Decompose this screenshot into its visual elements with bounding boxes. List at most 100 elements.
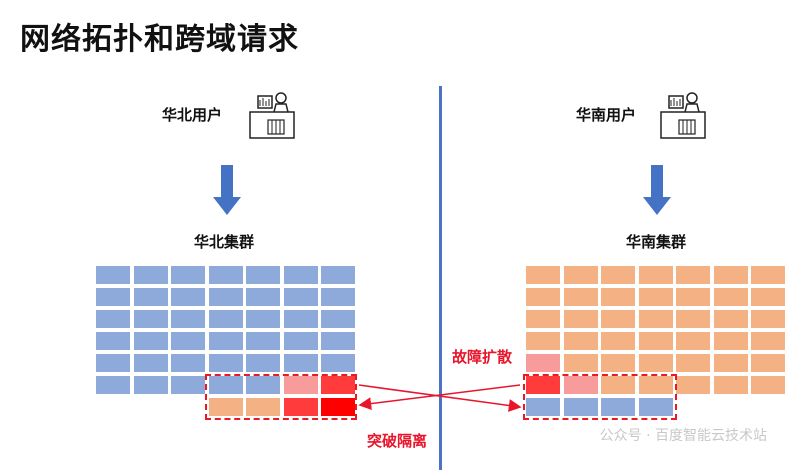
north-node-cell	[171, 376, 205, 394]
south-down-arrow-icon	[643, 165, 671, 215]
north-node-cell	[134, 310, 168, 328]
north-node-cell	[209, 376, 243, 394]
south-node-cell	[714, 376, 748, 394]
south-node-cell	[676, 354, 710, 372]
south-node-cell	[751, 376, 785, 394]
south-node-cell	[676, 376, 710, 394]
north-node-cell	[321, 354, 355, 372]
south-node-cell	[751, 288, 785, 306]
south-node-cell	[564, 376, 598, 394]
south-node-cell	[639, 310, 673, 328]
south-node-cell	[601, 332, 635, 350]
south-node-cell	[676, 332, 710, 350]
south-node-cell	[714, 354, 748, 372]
north-node-cell	[96, 354, 130, 372]
north-node-cell	[209, 332, 243, 350]
south-node-cell	[526, 310, 560, 328]
region-divider	[439, 86, 442, 470]
south-node-cell	[564, 266, 598, 284]
north-node-cell	[246, 332, 280, 350]
north-node-cell	[321, 310, 355, 328]
south-node-cell	[601, 266, 635, 284]
south-user-icon	[659, 90, 707, 144]
south-node-cell	[751, 354, 785, 372]
south-node-cell	[714, 266, 748, 284]
page-title: 网络拓扑和跨域请求	[20, 22, 299, 57]
south-node-cell	[639, 354, 673, 372]
north-node-cell	[209, 354, 243, 372]
south-node-cell	[601, 398, 635, 416]
north-node-cell	[96, 310, 130, 328]
north-node-cell	[209, 266, 243, 284]
south-node-cell	[601, 310, 635, 328]
north-node-cell	[321, 266, 355, 284]
north-node-cell	[134, 354, 168, 372]
south-node-cell	[601, 376, 635, 394]
south-node-cell	[676, 310, 710, 328]
north-node-cell	[284, 354, 318, 372]
north-user-icon	[248, 90, 296, 144]
fault-spread-label: 故障扩散	[452, 348, 513, 366]
north-node-cell	[96, 288, 130, 306]
south-node-cell	[526, 332, 560, 350]
break-isolation-label: 突破隔离	[367, 432, 428, 450]
south-node-cell	[639, 398, 673, 416]
north-node-cell	[96, 332, 130, 350]
south-node-cell	[601, 354, 635, 372]
north-node-cell	[284, 376, 318, 394]
north-node-cell	[246, 288, 280, 306]
north-node-cell	[171, 288, 205, 306]
north-down-arrow-icon	[213, 165, 241, 215]
south-node-cell	[639, 288, 673, 306]
south-node-cell	[751, 310, 785, 328]
south-node-cell	[639, 376, 673, 394]
south-node-cell	[676, 288, 710, 306]
south-node-cell	[639, 266, 673, 284]
south-node-cell	[564, 332, 598, 350]
north-node-cell	[246, 266, 280, 284]
south-user-label: 华南用户	[576, 106, 637, 124]
north-affected-box	[205, 374, 357, 420]
north-node-cell	[321, 398, 355, 416]
south-node-cell	[751, 332, 785, 350]
north-node-cell	[96, 376, 130, 394]
north-node-cell	[321, 288, 355, 306]
north-node-cell	[171, 332, 205, 350]
watermark: 公众号 · 百度智能云技术站	[599, 428, 767, 444]
north-node-cell	[134, 376, 168, 394]
north-node-cell	[284, 398, 318, 416]
south-node-cell	[714, 288, 748, 306]
north-node-cell	[209, 310, 243, 328]
south-node-cell	[526, 398, 560, 416]
south-node-cell	[564, 398, 598, 416]
north-node-cell	[321, 332, 355, 350]
south-node-cell	[526, 266, 560, 284]
north-node-cell	[284, 288, 318, 306]
south-node-cell	[639, 332, 673, 350]
north-node-cell	[171, 354, 205, 372]
arrow-north-to-south	[358, 384, 522, 412]
north-node-cell	[284, 266, 318, 284]
arrow-south-to-north	[358, 384, 521, 410]
south-node-cell	[714, 310, 748, 328]
south-node-cell	[564, 310, 598, 328]
south-node-cell	[564, 288, 598, 306]
north-cluster-label: 华北集群	[194, 233, 255, 251]
north-node-cell	[284, 332, 318, 350]
south-node-cell	[676, 266, 710, 284]
north-node-cell	[246, 376, 280, 394]
south-cluster-label: 华南集群	[626, 233, 687, 251]
south-affected-box	[523, 374, 677, 420]
north-node-cell	[96, 266, 130, 284]
north-node-cell	[134, 332, 168, 350]
south-node-cell	[751, 266, 785, 284]
north-user-label: 华北用户	[162, 106, 223, 124]
south-node-cell	[526, 288, 560, 306]
south-node-cell	[526, 376, 560, 394]
north-node-cell	[321, 376, 355, 394]
north-node-cell	[171, 310, 205, 328]
south-node-cell	[526, 354, 560, 372]
north-node-cell	[209, 398, 243, 416]
north-node-cell	[246, 398, 280, 416]
